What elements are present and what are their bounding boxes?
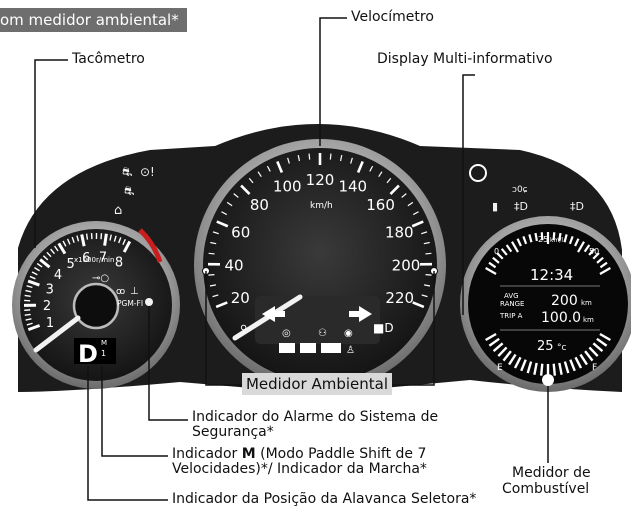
speedometer-tick-label: 180 — [385, 224, 414, 242]
fuel-pump-icon — [542, 374, 554, 386]
vsa-icon: ⛐ — [124, 184, 134, 198]
door-icon — [300, 343, 316, 353]
multi-information-display-label: Display Multi-informativo — [377, 52, 553, 67]
speedometer-tick-label: 60 — [231, 224, 250, 242]
ambient-version-badge: om medidor ambiental* — [0, 8, 187, 32]
range-label: RANGE — [500, 300, 524, 308]
paddle-shift-label-line2: Velocidades)*/ Indicador da Marcha* — [172, 462, 427, 477]
clock-readout: 12:34 — [530, 266, 573, 284]
range-unit: km — [581, 299, 592, 307]
lights-on-icon: ↄ0ɕ — [512, 185, 528, 195]
trip-label: TRIP A — [499, 312, 523, 320]
speedometer-tick-label: 140 — [338, 177, 367, 195]
pgm-fi-icon: PGM-FI — [117, 299, 143, 308]
seatbelt-icon: ♙ — [346, 345, 355, 356]
speedometer-tick-label: 120 — [306, 171, 335, 189]
tachometer-major-tick — [105, 234, 107, 246]
tachometer-tick-label: 1 — [46, 316, 54, 331]
speedometer-tick-label: 20 — [231, 289, 250, 307]
multi-information-display: 0 25 km/l 50 12:34 AVG RANGE 200 km TRIP… — [460, 216, 631, 392]
speedometer-label: Velocímetro — [351, 10, 434, 25]
brake-icon: ◉ — [344, 328, 353, 339]
speedometer-minor-tick — [330, 154, 331, 160]
speedometer-tick-label: 220 — [385, 289, 414, 307]
selector-position-indicator: D — [78, 340, 98, 368]
security-alarm-label-line2: Segurança* — [192, 425, 274, 440]
range-value: 200 — [551, 293, 578, 309]
display-screen — [468, 224, 628, 384]
trip-value: 100.0 — [541, 310, 581, 326]
speedometer-tick-label: 80 — [250, 196, 269, 214]
selector-position-label: Indicador da Posição da Alavanca Seletor… — [172, 492, 476, 507]
scale-unit-label: km/l — [550, 237, 563, 244]
gear-number-indicator: 1 — [101, 349, 106, 358]
turn-left-icon-stem — [275, 311, 285, 317]
security-alarm-indicator — [145, 298, 153, 306]
scale-max-label: 50 — [589, 247, 599, 256]
m-mode-indicator: M — [101, 339, 107, 347]
fuel-economy-segment — [535, 233, 536, 241]
tachometer-minor-tick — [25, 295, 31, 296]
parking-light-icon: ‡D — [570, 200, 584, 213]
tachometer-tick-label: 2 — [43, 299, 51, 314]
speedometer-minor-tick — [209, 253, 215, 254]
tachometer-minor-tick — [25, 314, 31, 315]
trip-unit: km — [583, 316, 594, 324]
tachometer-tick-label: 3 — [46, 283, 54, 298]
ambient-meter-label: Medidor Ambiental — [242, 373, 392, 395]
key-icon: ⊸○ — [92, 273, 109, 284]
paddle-shift-label-line1: Indicador M (Modo Paddle Shift de 7 — [172, 447, 426, 462]
battery-icon — [279, 343, 295, 353]
paddle-shift-label-rest: (Modo Paddle Shift de 7 — [256, 446, 427, 462]
turn-right-icon-stem — [349, 311, 359, 317]
avg-label: AVG — [504, 292, 519, 300]
airbag-icon: ⚇ — [318, 328, 327, 339]
scale-mid-label: 25 — [538, 235, 548, 244]
outside-temperature: 25 — [537, 339, 554, 354]
vsa-off-icon: ⛐ — [122, 165, 132, 179]
fuel-gauge-segment — [541, 364, 542, 376]
speedometer-minor-tick — [309, 154, 310, 160]
headlight-high-beam-icon: ■D — [373, 321, 394, 335]
security-alarm-label-line1: Indicador do Alarme do Sistema de — [192, 410, 438, 425]
cruise-control-icon — [321, 343, 341, 353]
fuel-full-label: F — [592, 363, 597, 373]
oil-pressure-icon: ⚲ — [240, 324, 247, 335]
fuel-gauge-label-line1: Medidor de — [512, 466, 591, 481]
paddle-shift-label-m: M — [242, 446, 256, 462]
fuel-empty-label: E — [497, 363, 503, 373]
speedometer-minor-tick — [426, 275, 432, 276]
tachometer-label: Tacômetro — [72, 52, 145, 67]
tachometer-unit: x1000r/min — [74, 256, 114, 264]
scale-min-label: 0 — [494, 247, 499, 256]
speedometer-unit: km/h — [310, 201, 333, 211]
temperature-unit: °c — [557, 343, 567, 353]
speedometer-minor-tick — [208, 275, 214, 276]
speedometer-tick-label: 100 — [273, 177, 302, 195]
tachometer-hub — [74, 284, 118, 328]
fuel-gauge-segment — [554, 364, 555, 376]
speedometer-tick-label: 200 — [392, 256, 421, 274]
speedometer-tick-label: 160 — [366, 196, 395, 214]
tachometer-minor-tick — [87, 234, 88, 240]
paddle-shift-label-prefix: Indicador — [172, 446, 242, 462]
tachometer-tick-label: 8 — [115, 256, 123, 271]
fuel-gauge-label-line2: Combustível — [502, 482, 589, 497]
abs-icon: ◎ — [282, 328, 291, 339]
speedometer-tick-label: 40 — [224, 256, 243, 274]
temperature-icon: ⊥ — [130, 286, 139, 297]
speedometer-minor-tick — [425, 253, 431, 254]
tachometer-tick-label: 4 — [54, 268, 62, 283]
brake-warning-icon: ⊙! — [140, 165, 155, 179]
glow-plug-icon: ꝏ — [116, 287, 125, 297]
check-engine-icon: ⌂ — [114, 203, 122, 218]
fog-light-icon: ‡D — [514, 200, 528, 213]
fuel-low-icon: ▮ — [492, 200, 498, 213]
